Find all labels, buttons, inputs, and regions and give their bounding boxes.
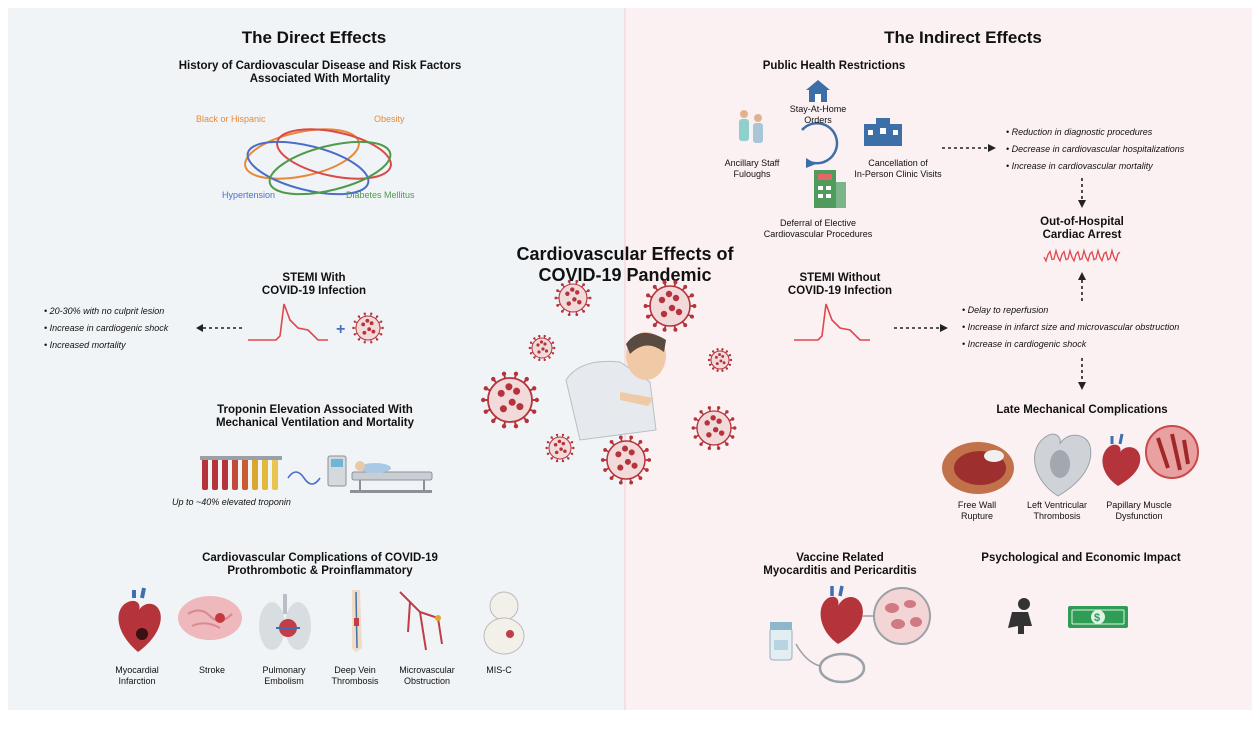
coronavirus-icon: [707, 348, 733, 372]
troponin-caption: Up to ~40% elevated troponin: [172, 497, 291, 507]
stemi-with-covid-title: STEMI With COVID-19 Infection: [261, 272, 367, 297]
venn-label-hypertension: Hypertension: [222, 190, 276, 200]
deferral-label: Deferral of Elective Cardiovascular Proc…: [763, 218, 873, 239]
medical-staff-icon: [739, 110, 763, 143]
psych-economic-graphic: $: [1008, 598, 1128, 634]
stemi-without-covid-bullets: Delay to reperfusion Increase in infarct…: [962, 302, 1180, 353]
coronavirus-icon: [554, 279, 592, 317]
coronavirus-icon: [480, 371, 540, 429]
ecg-st-elevation: [794, 303, 870, 341]
wave-icon: [287, 471, 321, 485]
vaccine-vial-icon: [769, 622, 793, 661]
venn-label-black-hispanic: Black or Hispanic: [196, 114, 266, 124]
papillary-muscle-icon: [1102, 425, 1199, 486]
late-complications-title: Late Mechanical Complications: [996, 404, 1168, 416]
risk-factor-venn: [244, 128, 392, 196]
center-title: Cardiovascular Effects of COVID-19 Pande…: [516, 244, 734, 285]
distressed-person-icon: [1008, 598, 1032, 634]
panel-divider: [624, 8, 626, 710]
ventilator-bed-icon: [327, 455, 433, 493]
stemi-without-covid-title: STEMI Without COVID-19 Infection: [787, 272, 893, 297]
hospital-icon: [864, 118, 902, 146]
arrow-down-to-ohca: [1078, 178, 1086, 208]
stemi-with-covid-bullets: 20-30% with no culprit lesion Increase i…: [44, 303, 169, 354]
restrictions-graphic: [739, 80, 902, 208]
ecg-st-elevation: [248, 303, 328, 341]
arrow-down-to-late: [1078, 358, 1086, 390]
lungs-embolism-icon: [259, 594, 311, 650]
staff-furloughs-label: Ancillary Staff Fuloughs: [724, 158, 780, 179]
circular-arrows-icon: [801, 122, 839, 168]
late-complications-icons: [942, 425, 1199, 497]
ohca-ecg-icon: [1043, 248, 1121, 263]
leg-vein-icon: [352, 590, 362, 652]
venn-ellipse-green: [268, 140, 392, 196]
arrow-up-to-ohca: [1078, 272, 1086, 302]
complication-label: MIS-C: [486, 665, 512, 675]
house-icon: [806, 80, 830, 102]
venn-label-obesity: Obesity: [374, 114, 405, 124]
myocarditis-magnified-icon: [862, 587, 931, 645]
patient-figure: [565, 332, 666, 441]
blood-tubes-icon: [200, 456, 282, 490]
venn-ellipse-blue: [246, 140, 370, 196]
vaccine-graphic: [769, 585, 931, 684]
heart-icon: [820, 585, 863, 644]
restrictions-arrow: [942, 144, 996, 152]
complications-title: Cardiovascular Complications of COVID-19…: [202, 552, 438, 577]
coronavirus-icon: [600, 435, 652, 485]
arrow-head: [196, 324, 203, 332]
stemi-with-covid-graphic: +: [196, 303, 384, 344]
indirect-effects-title: The Indirect Effects: [884, 28, 1042, 47]
complications-icons: [118, 587, 525, 655]
coronavirus-icon: [643, 280, 697, 332]
public-health-restrictions-title: Public Health Restrictions: [762, 60, 906, 72]
direct-effects-panel: [8, 8, 624, 710]
ohca-title: Out-of-Hospital Cardiac Arrest: [1040, 216, 1124, 241]
stay-at-home-label: Stay-At-Home Orders: [789, 104, 847, 125]
building-icon: [814, 170, 846, 208]
coronavirus-icon: [545, 433, 575, 463]
money-icon: $: [1068, 606, 1128, 628]
pericardium-icon: [795, 643, 866, 684]
microvascular-icon: [399, 591, 443, 651]
psych-economic-title: Psychological and Economic Impact: [981, 552, 1181, 564]
history-title: History of Cardiovascular Disease and Ri…: [178, 60, 462, 85]
brain-stroke-icon: [178, 596, 242, 640]
stemi-without-covid-graphic: [794, 303, 948, 341]
free-wall-rupture-icon: [942, 442, 1014, 494]
vaccine-title: Vaccine Related Myocarditis and Pericard…: [763, 552, 917, 577]
heart-infarction-icon: [118, 587, 161, 652]
virus-icon: [352, 312, 384, 344]
cancellation-label: Cancellation of In-Person Clinic Visits: [854, 158, 942, 179]
complication-label: Stroke: [198, 665, 225, 675]
troponin-title: Troponin Elevation Associated With Mecha…: [215, 404, 415, 429]
venn-label-diabetes: Diabetes Mellitus: [346, 190, 415, 200]
lv-thrombosis-icon: [1034, 433, 1092, 497]
coronavirus-icon: [691, 406, 737, 450]
child-misc-icon: [483, 591, 525, 655]
troponin-graphic: [200, 455, 433, 493]
coronavirus-icon: [352, 312, 384, 344]
restriction-bullets: Reduction in diagnostic procedures Decre…: [1006, 124, 1185, 175]
plus-icon: +: [336, 321, 345, 338]
virus-particles: [480, 279, 737, 485]
svg-text:$: $: [1094, 612, 1100, 624]
coronavirus-icon: [528, 334, 556, 362]
direct-effects-title: The Direct Effects: [241, 28, 387, 47]
center-illustration: [480, 279, 737, 485]
